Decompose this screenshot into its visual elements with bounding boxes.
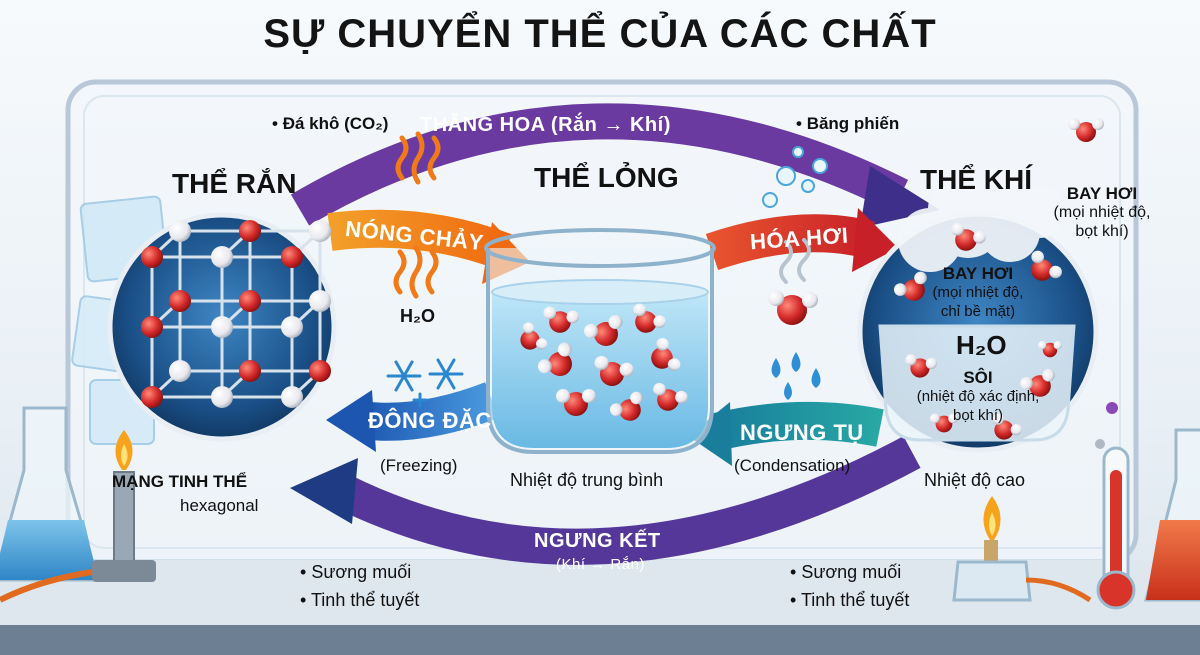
thermometer (1096, 446, 1136, 610)
steam-wisp-icon (779, 238, 811, 284)
floating-molecule-icon (1068, 118, 1104, 142)
gas-caption: Nhiệt độ cao (924, 470, 1026, 490)
condensation-english: (Condensation) (734, 456, 851, 475)
evaporation-inside-title: BAY HƠI (942, 264, 1014, 283)
boiling-line1: (nhiệt độ xác định, (916, 388, 1040, 405)
particle-dot (1106, 402, 1118, 414)
vaporization-arrow (705, 214, 875, 271)
evaporation-outside-line2: bọt khí) (1075, 223, 1129, 240)
gas-state-label: THỂ KHÍ (920, 164, 1032, 195)
boiling-line2: bọt khí) (952, 407, 1004, 424)
evaporation-inside-line2: chỉ bề mặt) (940, 303, 1016, 320)
melting-formula: H₂O (400, 306, 435, 326)
page-title: SỰ CHUYỂN THỂ CỦA CÁC CHẤT (263, 12, 937, 56)
sublimation-label: THĂNG HOA (Rắn → Khí) (420, 114, 671, 136)
deposition-arrowhead (290, 458, 358, 524)
crystal-lattice (141, 220, 331, 408)
sublimation-arrow (290, 103, 909, 226)
liquid-state-label: THỂ LỎNG (534, 162, 679, 193)
table-edge (0, 625, 1200, 655)
snowflake-icon (386, 358, 464, 408)
condensation-arrow (711, 401, 884, 451)
beaker (484, 228, 716, 454)
deposition-label: NGƯNG KẾT (534, 530, 661, 552)
deposition-example-right-2: Tinh thể tuyết (790, 590, 909, 611)
boiling-note: SÔI (nhiệt độ xác định, bọt khí) (898, 368, 1058, 425)
sublimation-example-right: Băng phiến (796, 114, 900, 134)
deposition-example-right-1: Sương muối (790, 562, 901, 583)
sublimation-example-left: Đá khô (CO₂) (272, 114, 389, 134)
bubbles-icon (762, 146, 828, 208)
particle-dot (1095, 439, 1105, 449)
condensation-label: NGƯNG TỤ (740, 420, 864, 445)
gas-formula: H₂O (956, 330, 1007, 360)
vaporization-arrowhead (852, 208, 898, 272)
left-burner (0, 430, 156, 603)
condensation-arrowhead (688, 402, 732, 466)
freezing-english: (Freezing) (380, 456, 458, 475)
gas-molecules (893, 222, 1062, 440)
deposition-example-left-2: Tinh thể tuyết (300, 590, 419, 611)
steam-cloud (898, 172, 1066, 272)
water-molecule-icon (768, 290, 818, 325)
boiling-title: SÔI (963, 368, 993, 387)
left-flask (0, 406, 100, 582)
droplets-icon (771, 352, 821, 400)
gas-pot (878, 324, 1076, 442)
evaporation-outside-line1: (mọi nhiệt độ, (1053, 204, 1151, 221)
deposition-example-left-1: Sương muối (300, 562, 411, 583)
evaporation-outside-title: BAY HƠI (1066, 184, 1138, 203)
liquid-molecules (520, 303, 688, 421)
freezing-label: ĐÔNG ĐẶC (368, 408, 492, 433)
right-lamp (952, 496, 1092, 603)
solid-caption-line1: MẠNG TINH THỂ (112, 472, 248, 491)
freezing-arrowhead (326, 390, 376, 452)
solid-caption-line2: hexagonal (180, 496, 259, 515)
evaporation-inside-line1: (mọi nhiệt độ, (932, 284, 1024, 301)
right-flask (1144, 428, 1200, 602)
liquid-caption: Nhiệt độ trung bình (510, 470, 664, 490)
deposition-sub: (Khí → Rắn) (556, 556, 645, 573)
melting-arrow (327, 209, 512, 270)
evaporation-note-outside: BAY HƠI (mọi nhiệt độ, bọt khí) (1038, 184, 1166, 241)
solid-state-label: THỂ RẮN (172, 168, 297, 199)
heat-waves-icon (393, 131, 441, 299)
evaporation-note-inside: BAY HƠI (mọi nhiệt độ, chỉ bề mặt) (904, 264, 1052, 321)
deposition-arrow (331, 436, 921, 565)
